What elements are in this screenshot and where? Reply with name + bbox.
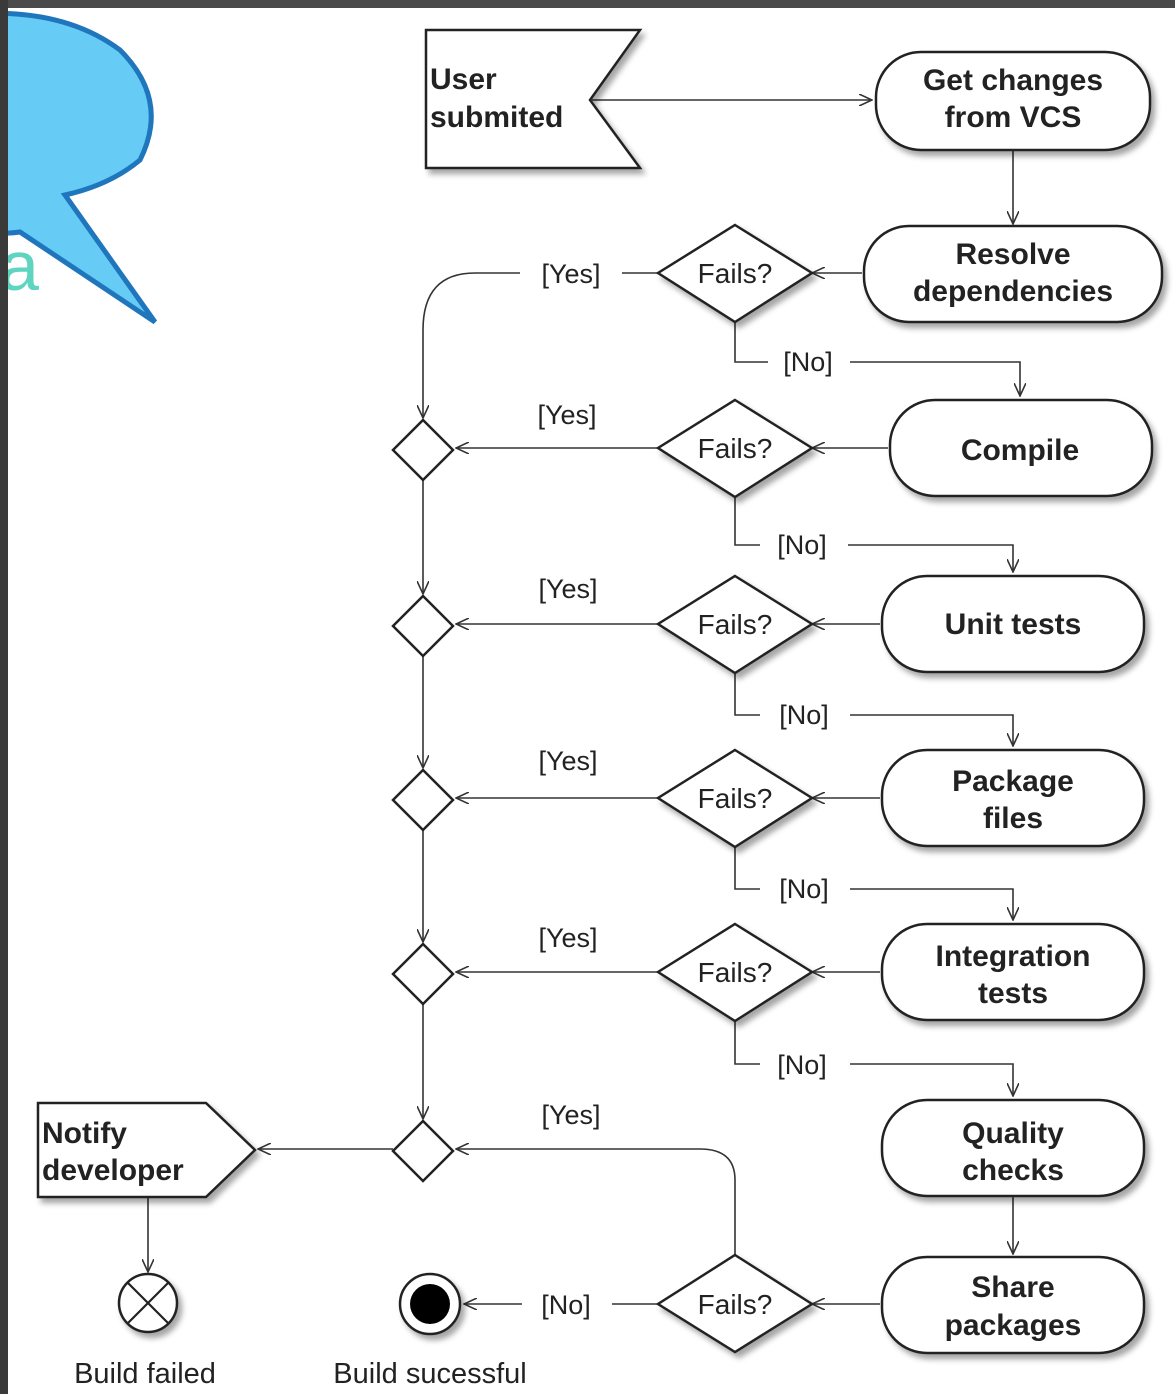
final-failed-label: Build failed — [74, 1358, 216, 1390]
decision-unit-tests[interactable]: Fails? — [655, 574, 815, 675]
guard-no-4: [No] — [779, 874, 829, 904]
slide-left-edge — [0, 0, 8, 1394]
node-unit-tests-label: Unit tests — [945, 608, 1082, 641]
guard-yes-6: [Yes] — [541, 1100, 600, 1130]
decision-label: Fails? — [698, 258, 773, 289]
node-package-files[interactable]: Package files — [880, 748, 1146, 848]
guard-no-3: [No] — [779, 700, 829, 730]
node-share-packages[interactable]: Share packages — [880, 1255, 1146, 1355]
node-integration-tests[interactable]: Integration tests — [880, 922, 1146, 1022]
final-node-failed[interactable] — [117, 1272, 179, 1334]
guard-no-5: [No] — [777, 1050, 827, 1080]
node-share-line1: Share — [971, 1271, 1054, 1304]
node-compile-label: Compile — [961, 434, 1079, 467]
decision-label: Fails? — [698, 957, 773, 988]
decision-share[interactable]: Fails? — [655, 1253, 815, 1354]
decision-label: Fails? — [698, 1289, 773, 1320]
node-integration-line2: tests — [978, 977, 1048, 1010]
node-get-changes-line2: from VCS — [945, 101, 1082, 134]
edge-no-5 — [734, 1021, 1013, 1096]
guard-yes-4: [Yes] — [538, 746, 597, 776]
merge-node-4[interactable] — [391, 942, 455, 1006]
slide-top-edge — [0, 0, 1175, 8]
node-quality-checks[interactable]: Quality checks — [880, 1098, 1146, 1198]
edge-no-3 — [734, 673, 1013, 746]
callout-text: a — [8, 227, 39, 305]
decision-compile[interactable]: Fails? — [655, 398, 815, 499]
decision-label: Fails? — [698, 433, 773, 464]
node-share-line2: packages — [945, 1309, 1082, 1342]
decision-resolve[interactable]: Fails? — [655, 223, 815, 324]
decision-label: Fails? — [698, 783, 773, 814]
node-get-changes[interactable]: Get changes from VCS — [874, 50, 1152, 152]
node-user-submitted-line1: User — [430, 63, 497, 96]
merge-node-3[interactable] — [391, 768, 455, 832]
edge-yes-1 — [423, 272, 660, 418]
node-notify-line1: Notify — [42, 1117, 127, 1150]
decision-label: Fails? — [698, 609, 773, 640]
guard-labels: [Yes] [Yes] [Yes] [Yes] [Yes] [Yes] [No]… — [537, 259, 832, 1320]
merge-node-1[interactable] — [391, 418, 455, 482]
node-notify-line2: developer — [42, 1154, 184, 1187]
node-user-submitted-line2: submited — [430, 101, 563, 134]
edge-yes-6 — [456, 1149, 736, 1255]
speech-callout[interactable] — [8, 11, 158, 325]
guard-no-final: [No] — [541, 1290, 591, 1320]
node-resolve-line1: Resolve — [955, 238, 1070, 271]
node-user-submitted[interactable]: User submited — [424, 28, 643, 170]
node-quality-line1: Quality — [962, 1117, 1064, 1150]
edge-no-2 — [734, 497, 1013, 572]
node-resolve-dependencies[interactable]: Resolve dependencies — [862, 224, 1164, 324]
node-quality-line2: checks — [962, 1154, 1064, 1187]
merge-node-5[interactable] — [391, 1119, 455, 1183]
node-get-changes-line1: Get changes — [923, 64, 1103, 97]
guard-no-1: [No] — [783, 347, 833, 377]
node-unit-tests[interactable]: Unit tests — [880, 574, 1146, 674]
node-compile[interactable]: Compile — [888, 398, 1154, 498]
slide: a — [8, 8, 1175, 1394]
node-resolve-line2: dependencies — [913, 275, 1113, 308]
guard-yes-1: [Yes] — [541, 259, 600, 289]
decision-integration[interactable]: Fails? — [655, 922, 815, 1023]
node-package-line1: Package — [952, 765, 1074, 798]
final-success-label: Build sucessful — [333, 1358, 526, 1390]
guard-yes-5: [Yes] — [538, 923, 597, 953]
activity-diagram: a — [8, 11, 1164, 1390]
edge-no-1 — [734, 322, 1020, 396]
merge-node-2[interactable] — [391, 594, 455, 658]
node-integration-line1: Integration — [936, 940, 1091, 973]
edges — [148, 100, 1020, 1304]
node-package-line2: files — [983, 802, 1043, 835]
guard-yes-2: [Yes] — [537, 400, 596, 430]
final-node-success[interactable] — [398, 1272, 462, 1336]
guard-no-2: [No] — [777, 530, 827, 560]
decision-package[interactable]: Fails? — [655, 748, 815, 849]
guard-yes-3: [Yes] — [538, 574, 597, 604]
edge-no-4 — [734, 847, 1013, 920]
node-notify-developer[interactable]: Notify developer — [36, 1101, 257, 1199]
